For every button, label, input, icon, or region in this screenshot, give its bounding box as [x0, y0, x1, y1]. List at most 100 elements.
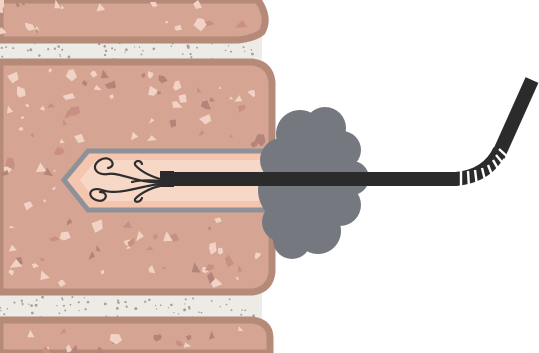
mortar-speckle	[3, 313, 5, 315]
mortar-speckle	[0, 310, 1, 311]
mortar-speckle	[240, 314, 242, 316]
mortar-speckle	[116, 307, 119, 310]
mortar-speckle	[124, 52, 125, 53]
mortar-speckle	[190, 56, 192, 58]
mortar-speckle	[188, 308, 190, 310]
mortar-speckle	[7, 308, 9, 310]
mortar-speckle	[241, 309, 242, 310]
mortar-speckle	[1, 56, 3, 58]
mortar-speckle	[229, 298, 231, 300]
mortar-speckle	[36, 299, 38, 301]
mortar-speckle	[142, 50, 144, 52]
mortar-speckle	[35, 304, 38, 307]
mortar-speckle	[61, 49, 63, 51]
mortar-speckle	[13, 302, 15, 304]
mortar-speckle	[84, 308, 86, 310]
mortar-speckle	[56, 305, 57, 306]
mortar-speckle	[201, 312, 203, 314]
mortar-speckle	[184, 303, 185, 304]
mortar-speckle	[57, 45, 60, 48]
mortar-speckle	[38, 54, 40, 56]
mortar-speckle	[226, 304, 228, 306]
mortar-speckle	[192, 298, 194, 300]
mortar-speckle	[59, 312, 61, 314]
mortar-speckle	[87, 301, 90, 304]
mortar-speckle	[54, 47, 56, 49]
mortar-speckle	[171, 45, 173, 47]
mortar-speckle	[125, 48, 128, 51]
mortar-speckle	[84, 297, 85, 298]
cable-ferrule	[160, 171, 174, 187]
mortar-speckle	[104, 54, 106, 56]
mortar-speckle	[185, 298, 187, 300]
mortar-speckle	[134, 307, 137, 310]
mortar-speckle	[60, 56, 61, 57]
mortar-speckle	[244, 51, 245, 52]
mortar-speckle	[168, 307, 169, 308]
mortar-speckle	[21, 301, 22, 302]
brick-bottom	[0, 320, 270, 353]
mortar-speckle	[182, 53, 184, 55]
mortar-speckle	[64, 310, 66, 312]
mortar-speckle	[22, 304, 23, 305]
mortar-speckle	[27, 50, 29, 52]
mortar-speckle	[30, 304, 33, 307]
mortar-speckle	[59, 54, 60, 55]
mortar-speckle	[230, 51, 232, 53]
mortar-speckle	[220, 306, 221, 307]
cable-straight	[172, 172, 457, 186]
mortar-speckle	[5, 46, 7, 48]
mortar-speckle	[117, 315, 118, 316]
mortar-speckle	[198, 311, 200, 313]
mortar-speckle	[63, 305, 65, 307]
mortar-speckle	[173, 312, 174, 313]
mortar-speckle	[178, 313, 179, 314]
cable-bend	[456, 150, 500, 179]
mortar-speckle	[187, 46, 190, 49]
mortar-speckle	[190, 53, 192, 55]
mortar-speckle	[117, 299, 119, 301]
mortar-speckle	[104, 303, 107, 306]
mortar-speckle	[225, 50, 227, 52]
mortar-speckle	[71, 296, 73, 298]
mortar-speckle	[1, 47, 3, 49]
mortar-speckle	[47, 48, 49, 50]
mortar-speckle	[78, 310, 79, 311]
mortar-speckle	[126, 306, 128, 308]
mortar-speckle	[104, 45, 107, 48]
mortar-speckle	[244, 310, 246, 312]
mortar-speckle	[155, 305, 156, 306]
mortar-speckle	[105, 50, 107, 52]
mortar-speckle	[160, 304, 162, 306]
mortar-speckle	[117, 301, 120, 304]
mortar-speckle	[148, 299, 150, 301]
mortar-speckle	[144, 301, 146, 303]
mortar-speckle	[243, 46, 245, 48]
mortar-speckle	[196, 47, 198, 49]
mortar-speckle	[12, 47, 14, 49]
mortar-speckle	[31, 312, 34, 315]
mortar-speckle	[170, 304, 173, 307]
mortar-speckle	[62, 299, 64, 301]
mortar-speckle	[153, 48, 156, 51]
mortar-speckle	[28, 304, 29, 305]
mortar-speckle	[78, 301, 80, 303]
brick-top	[0, 0, 265, 40]
mortar-speckle	[114, 49, 116, 51]
mortar-speckle	[183, 308, 186, 311]
mortar-speckle	[250, 49, 252, 51]
mortar-speckle	[29, 48, 32, 51]
mortar-speckle	[41, 296, 44, 299]
mortar-speckle	[68, 56, 71, 59]
mortar-speckle	[156, 308, 157, 309]
mortar-speckle	[252, 54, 253, 55]
mortar-speckle	[228, 45, 229, 46]
mortar-speckle	[70, 304, 72, 306]
mortar-speckle	[134, 46, 135, 47]
cable-rising	[498, 80, 532, 156]
mortar-speckle	[111, 47, 113, 49]
mortar-speckle	[211, 300, 213, 302]
mortar-speckle	[139, 47, 140, 48]
mortar-speckle	[141, 53, 143, 55]
mortar-speckle	[231, 309, 233, 311]
